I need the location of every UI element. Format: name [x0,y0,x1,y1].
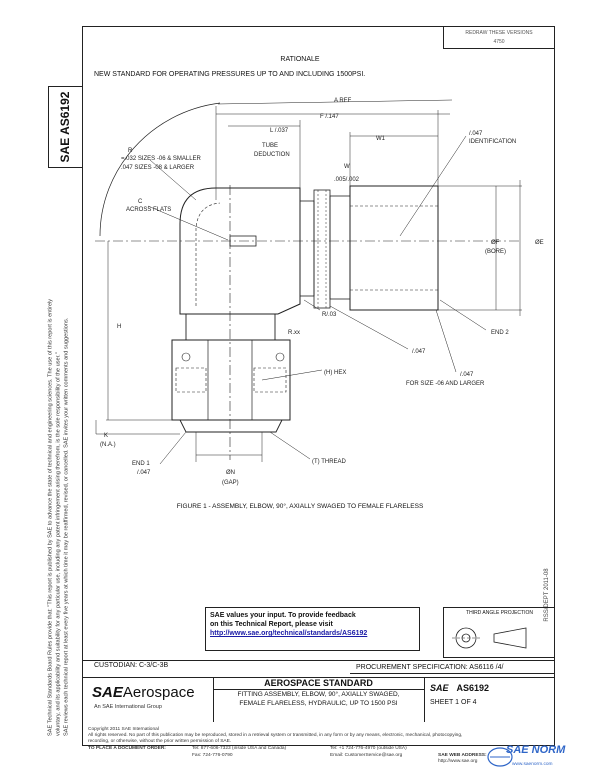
dimension-label: L /.037 [270,128,289,134]
dimension-label: /.047 [469,131,483,137]
dimension-label: (H) HEX [324,370,347,376]
dimension-label: A REF [334,98,352,104]
title-block: SAEAerospace An SAE International Group … [82,677,555,722]
footer-permission: recording, or otherwise, without the pri… [88,739,232,744]
dimension-label: DEDUCTION [254,152,290,158]
logo-subtitle: An SAE International Group [94,704,162,710]
dimension-label: R/.03 [322,312,337,318]
dimension-label: ØF [491,240,500,246]
dimension-label: ØN [226,470,235,476]
standard-description: FITTING ASSEMBLY, ELBOW, 90°, AXIALLY SW… [213,690,424,708]
watermark-url: www.saenorm.com [512,762,553,767]
dimension-label: TUBE [262,143,279,149]
footer-tel-1: Tel: 877-606-7323 (inside USA and Canada… [192,746,287,751]
feedback-line-2: on this Technical Report, please visit [210,621,333,628]
footer-email[interactable]: Email: CustomerService@sae.org [330,753,403,758]
side-code-strip [48,86,82,168]
procurement-top-rule [350,673,555,674]
dimension-label: FOR SIZE -06 AND LARGER [406,381,485,387]
stamp-line-2: 4750 [493,39,505,45]
dimension-label: END 2 [491,330,509,336]
sheet-number: SHEET 1 OF 4 [430,699,477,706]
dimension-label: C [138,199,143,205]
watermark-text: SAE NORM [506,744,566,756]
logo-aerospace: Aerospace [122,684,195,701]
dimension-label: R [128,148,133,154]
watermark-logo-icon [487,747,513,767]
logo-sae: SAE [92,684,123,701]
dimension-label: W [344,164,350,170]
feedback-link[interactable]: http://www.sae.org/technical/standards/A… [210,630,368,637]
drawing-frame [82,26,555,746]
dimension-label: /.047 [137,470,151,476]
feedback-line-1: SAE values your input. To provide feedba… [210,612,356,619]
custodian-top-rule [82,660,555,661]
dimension-label: (GAP) [222,480,239,486]
rationale-title: RATIONALE [280,56,320,63]
description-line-2: FEMALE FLARELESS, HYDRAULIC, UP TO 1500 … [239,700,398,707]
dimension-label: ØE [535,240,544,246]
feedback-notice: SAE values your input. To provide feedba… [205,607,420,651]
standard-heading: AEROSPACE STANDARD [213,677,424,690]
footer-fax: Fax: 724-776-0790 [192,753,233,758]
doc-number: AS6192 [456,683,490,693]
procurement-spec: PROCUREMENT SPECIFICATION: AS6116 /4/ [356,664,504,671]
third-angle-title: THIRD ANGLE PROJECTION [466,610,533,616]
description-line-1: FITTING ASSEMBLY, ELBOW, 90°, AXIALLY SW… [237,691,400,698]
dimension-label: K [104,433,109,439]
dimension-label: END 1 [132,461,150,467]
dimension-label: /.047 [460,372,474,378]
dimension-label: ACROSS FLATS [126,207,172,213]
footer-rights: All rights reserved. No part of this pub… [88,733,463,738]
dimension-label: (BORE) [485,249,506,255]
footer-web-label: SAE WEB ADDRESS: [438,753,487,758]
dimension-label: H [117,324,122,330]
revision-stamp: REDRAW THESE VERSIONS 4750 [443,27,554,49]
title-block-top-rule [82,677,555,678]
figure-caption: FIGURE 1 - ASSEMBLY, ELBOW, 90°, AXIALLY… [176,503,424,510]
footer-copyright: Copyright 2011 SAE International [88,727,159,732]
footer-web-link[interactable]: http://www.sae.org [438,759,478,764]
footer-tel-2: Tel: +1 724-776-4970 (outside USA) [330,746,407,751]
document-number-cell: SAE AS6192 SHEET 1 OF 4 [424,677,556,722]
rationale-text: NEW STANDARD FOR OPERATING PRESSURES UP … [94,71,366,78]
dimension-label: R.xx [288,330,300,336]
footer-order-label: TO PLACE A DOCUMENT ORDER: [88,746,166,751]
dimension-label: F /.147 [320,114,339,120]
projection-symbol-icon [452,627,527,649]
dimension-label: .047 SIZES -08 & LARGER [121,165,195,171]
dimension-label: (T) THREAD [312,459,346,465]
dimension-label: .005/.002 [334,177,360,183]
dimension-label: W1 [376,136,385,142]
custodian-text: CUSTODIAN: C-3/C-3B [94,662,169,669]
sae-aerospace-logo: SAEAerospace An SAE International Group [82,677,214,722]
third-angle-projection-box: THIRD ANGLE PROJECTION [443,607,555,658]
dimension-label: IDENTIFICATION [469,139,517,145]
dimension-label: =.032 SIZES -06 & SMALLER [121,156,201,162]
doc-prefix: SAE [430,683,449,693]
stamp-line-1: REDRAW THESE VERSIONS [465,30,533,36]
dimension-label: (N.A.) [100,442,116,448]
dimension-label: /.047 [412,349,426,355]
